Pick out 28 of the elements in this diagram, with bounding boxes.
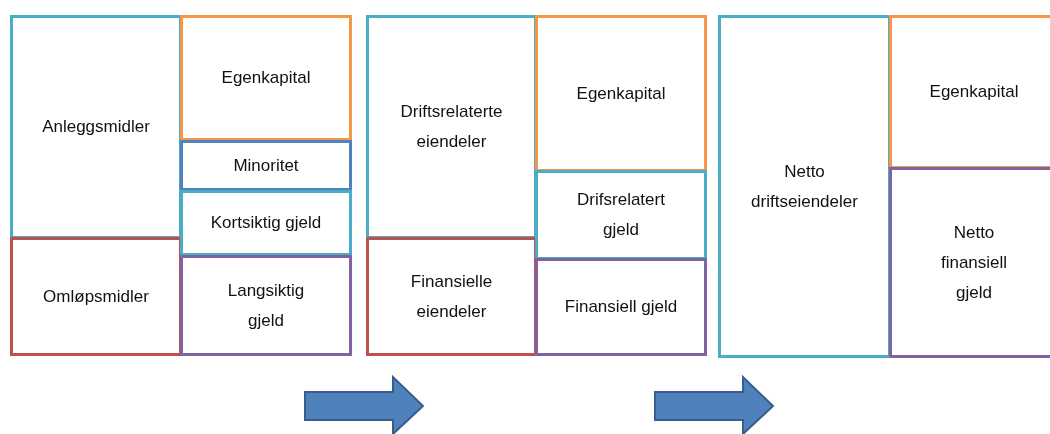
box-label: Netto driftseiendeler <box>751 160 858 213</box>
box-label: Minoritet <box>233 154 299 177</box>
box-label: Driftsrelaterte eiendeler <box>399 101 504 153</box>
box-label: Omløpsmidler <box>43 285 149 308</box>
box-label: Egenkapital <box>576 82 666 105</box>
balance-box <box>535 258 707 356</box>
box-label: Langsiktig gjeld <box>226 279 306 332</box>
box-label: Egenkapital <box>221 67 311 89</box>
box-label: Netto finansiell gjeld <box>939 221 1009 304</box>
box-label: Kortsiktig gjeld <box>210 212 322 234</box>
balance-box <box>535 170 707 260</box>
box-label: Finansiell gjeld <box>564 296 678 318</box>
box-label: Finansielle eiendeler <box>409 270 494 323</box>
balance-box <box>180 140 352 191</box>
balance-box <box>180 190 352 256</box>
balance-box <box>10 237 182 356</box>
balance-box <box>366 15 537 239</box>
balance-box <box>889 15 1050 169</box>
balance-box <box>180 15 352 141</box>
box-label: Anleggsmidler <box>42 116 150 138</box>
balance-box <box>366 237 537 356</box>
balance-box <box>718 15 891 358</box>
box-label: Egenkapital <box>929 81 1019 103</box>
balance-box <box>889 167 1050 358</box>
box-label: Drifsrelatert gjeld <box>577 189 665 241</box>
balance-box <box>535 15 707 172</box>
balance-box <box>180 255 352 356</box>
balance-box <box>10 15 182 239</box>
